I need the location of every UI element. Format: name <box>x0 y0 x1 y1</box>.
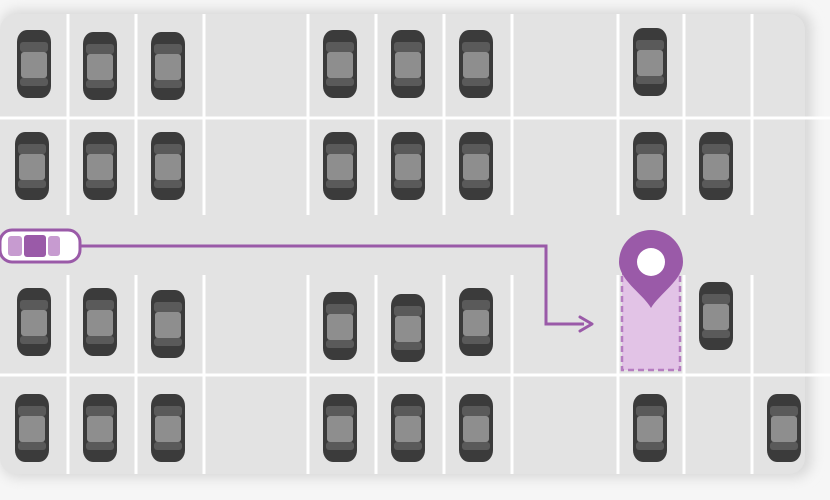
car-icon <box>633 394 667 462</box>
car-icon <box>83 394 117 462</box>
car-icon <box>83 288 117 356</box>
car-icon <box>15 394 49 462</box>
car-icon <box>15 132 49 200</box>
car-icon <box>151 394 185 462</box>
car-icon <box>323 394 357 462</box>
car-icon <box>699 282 733 350</box>
car-icon <box>459 288 493 356</box>
car-icon <box>459 30 493 98</box>
map-pin-icon <box>619 230 683 308</box>
car-icon <box>459 132 493 200</box>
car-icon <box>151 132 185 200</box>
arrow-right-icon <box>578 315 594 333</box>
lot-surface <box>0 14 805 474</box>
car-icon <box>767 394 801 462</box>
car-icon <box>83 132 117 200</box>
car-icon[interactable] <box>0 228 82 264</box>
car-icon <box>323 292 357 360</box>
car-icon <box>699 132 733 200</box>
car-icon <box>633 28 667 96</box>
car-icon <box>633 132 667 200</box>
lane-lines <box>0 116 830 377</box>
route-line <box>70 244 584 326</box>
car-icon <box>391 132 425 200</box>
stall-lines <box>66 14 754 474</box>
car-icon <box>391 30 425 98</box>
car-icon <box>391 294 425 362</box>
car-icon <box>17 30 51 98</box>
car-icon <box>391 394 425 462</box>
car-icon <box>151 290 185 358</box>
car-icon <box>83 32 117 100</box>
car-icon <box>151 32 185 100</box>
car-icon <box>17 288 51 356</box>
car-icon <box>323 132 357 200</box>
car-icon <box>323 30 357 98</box>
car-icon <box>459 394 493 462</box>
